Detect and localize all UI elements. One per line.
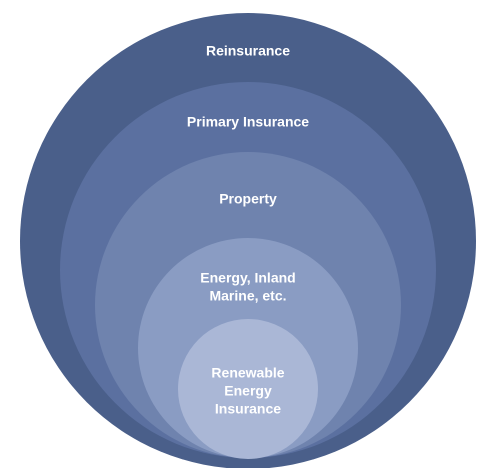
ring-label-energy-inland-marine-line-2: Marine, etc. [209,288,286,304]
ring-label-renewable-energy-insurance-line-2: Energy [224,383,272,399]
ring-label-primary-insurance: Primary Insurance [187,114,309,130]
ring-label-reinsurance: Reinsurance [206,43,290,59]
ring-label-energy-inland-marine-line-1: Energy, Inland [200,270,295,286]
ring-label-property: Property [219,191,277,207]
ring-label-renewable-energy-insurance-line-1: Renewable [211,365,284,381]
ring-label-renewable-energy-insurance-line-3: Insurance [215,401,281,417]
ring-renewable-energy-insurance [178,319,318,459]
